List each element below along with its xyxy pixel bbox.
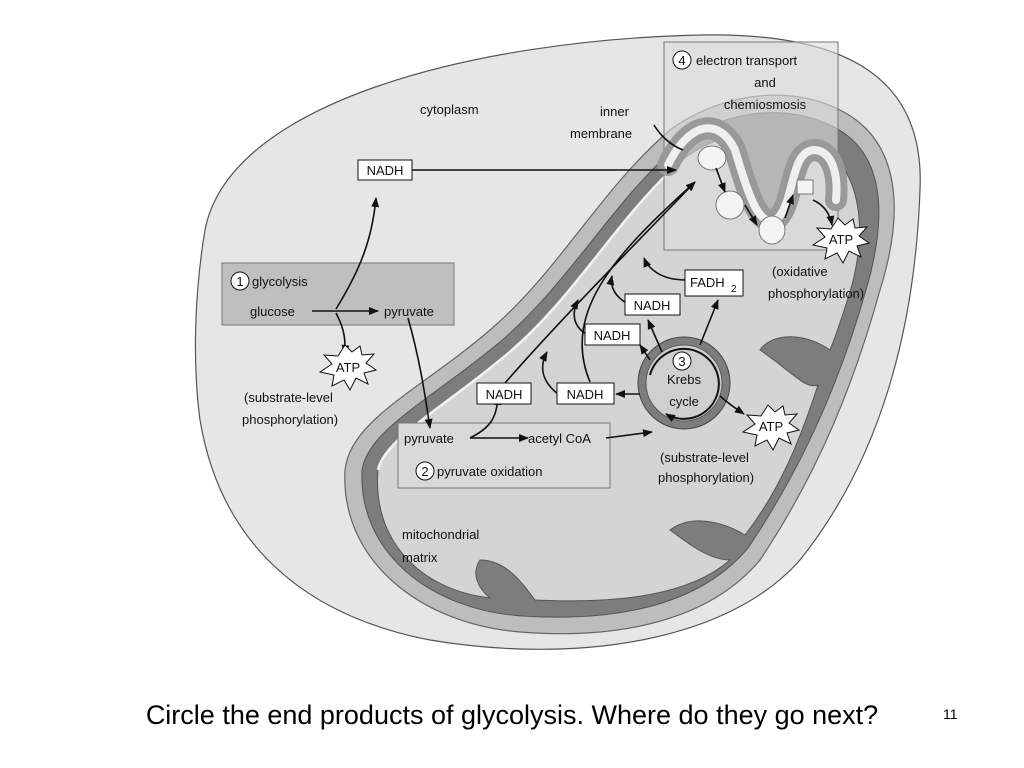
step-2-marker	[415, 461, 435, 481]
slide-number: 11	[943, 706, 958, 722]
glycolysis-box	[221, 262, 455, 326]
pyruvate-label: pyruvate	[404, 431, 454, 446]
cytoplasm-label: cytoplasm	[420, 102, 479, 117]
nadh-label: NADH	[367, 163, 404, 178]
substrate-level-label: phosphorylation)	[658, 470, 754, 485]
etc-protein-complex	[697, 145, 727, 171]
substrate-level-label: (substrate-level	[244, 390, 333, 405]
etc-label: and	[754, 75, 776, 90]
step-4-number: 4	[678, 53, 685, 68]
atp-label: ATP	[336, 360, 360, 375]
fadh2-subscript: 2	[731, 284, 737, 295]
step-3-marker	[672, 351, 692, 371]
krebs-cycle-arrow	[649, 347, 720, 423]
atp-burst	[811, 217, 871, 265]
glucose-label: glucose	[250, 304, 295, 319]
etc-protein-complex	[715, 190, 745, 220]
nadh-label: NADH	[486, 387, 523, 402]
nadh-box	[624, 293, 681, 316]
atp-synthase	[796, 179, 814, 195]
fadh2-label: FADH	[690, 275, 725, 290]
step-3-number: 3	[678, 354, 685, 369]
krebs-cycle-inner	[645, 344, 723, 422]
atp-burst	[741, 404, 801, 452]
inner-membrane-label: membrane	[570, 126, 632, 141]
atp-label: ATP	[759, 419, 783, 434]
inner-membrane-label: inner	[600, 104, 630, 119]
nadh-label: NADH	[567, 387, 604, 402]
step-1-marker	[230, 271, 250, 291]
nadh-box	[476, 382, 532, 405]
fadh2-box	[684, 269, 744, 297]
pyruvate-oxidation-label: pyruvate oxidation	[437, 464, 543, 479]
pathway-arrows	[312, 124, 835, 442]
nadh-box	[584, 323, 641, 346]
etc-label: chemiosmosis	[724, 97, 807, 112]
krebs-label: cycle	[669, 394, 699, 409]
pyruvate-oxidation-box	[397, 422, 611, 489]
nadh-box	[556, 382, 615, 405]
oxidative-label: (oxidative	[772, 264, 828, 279]
caption: Circle the end products of glycolysis. W…	[145, 700, 879, 730]
glycolysis-label: glycolysis	[252, 274, 308, 289]
substrate-level-label: (substrate-level	[660, 450, 749, 465]
step-1-number: 1	[236, 274, 243, 289]
substrate-level-label: phosphorylation)	[242, 412, 338, 427]
oxidative-label: phosphorylation)	[768, 286, 864, 301]
etc-label: electron transport	[696, 53, 798, 68]
etc-protein-complex	[758, 215, 786, 245]
atp-burst	[318, 344, 378, 392]
matrix-label: matrix	[402, 550, 438, 565]
atp-label: ATP	[829, 232, 853, 247]
pyruvate-label: pyruvate	[384, 304, 434, 319]
acetyl-coa-label: acetyl CoA	[528, 431, 591, 446]
step-2-number: 2	[421, 464, 428, 479]
step-4-marker	[672, 50, 692, 70]
nadh-box	[357, 159, 413, 181]
nadh-label: NADH	[594, 328, 631, 343]
krebs-label: Krebs	[667, 372, 701, 387]
nadh-label: NADH	[634, 298, 671, 313]
matrix-label: mitochondrial	[402, 527, 479, 542]
